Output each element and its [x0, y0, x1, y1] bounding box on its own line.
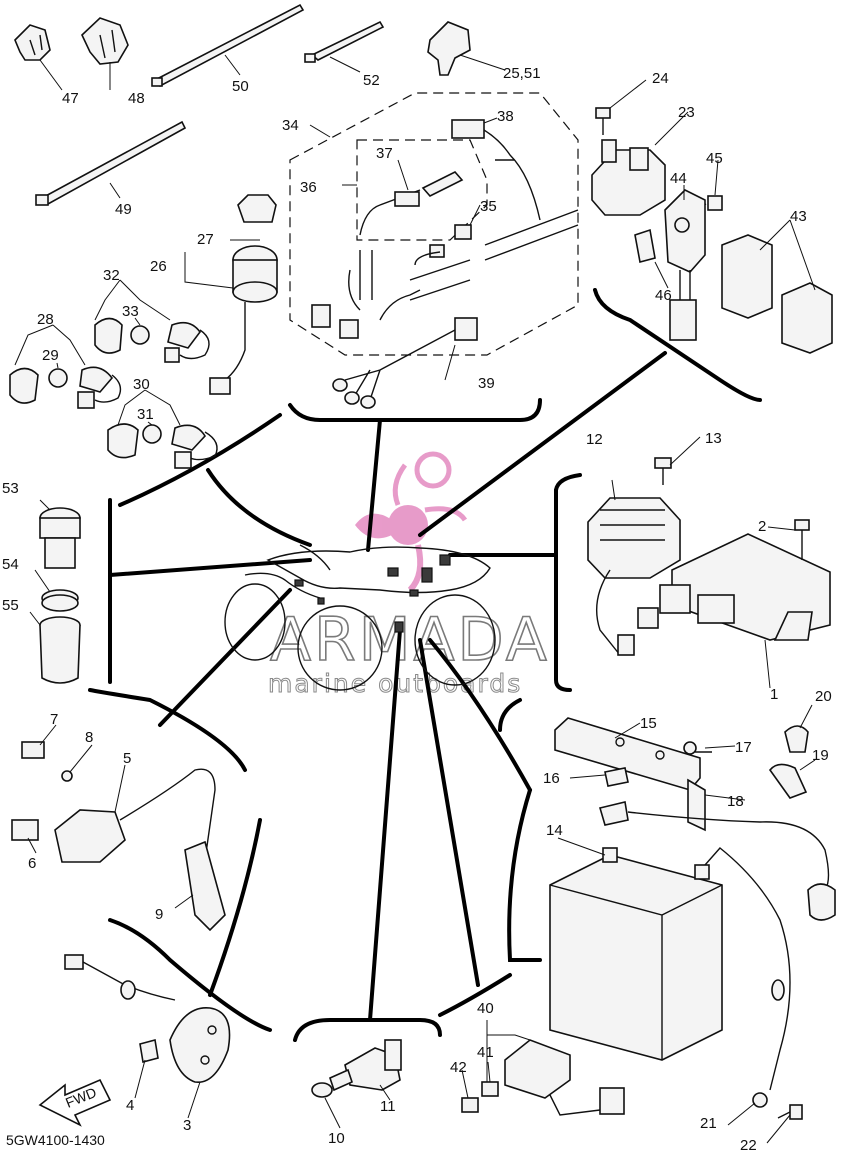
- callout-24: 24: [652, 70, 669, 87]
- callout-20: 20: [815, 688, 832, 705]
- callout-52: 52: [363, 72, 380, 89]
- wire-harness-group: [289, 92, 579, 409]
- armada-logo: [355, 451, 468, 593]
- callout-21: 21: [700, 1115, 717, 1132]
- callout-27: 27: [197, 231, 214, 248]
- callout-44: 44: [670, 170, 687, 187]
- callout-22: 22: [740, 1137, 757, 1153]
- callout-36: 36: [300, 179, 317, 196]
- callout-35: 35: [480, 198, 497, 215]
- callout-5: 5: [123, 750, 131, 767]
- pickup-group: FWD: [38, 954, 231, 1127]
- callout-38: 38: [497, 108, 514, 125]
- callout-32: 32: [103, 267, 120, 284]
- callout-55: 55: [2, 597, 19, 614]
- callout-47: 47: [62, 90, 79, 107]
- clamps-and-ties: [14, 3, 471, 206]
- callout-12: 12: [586, 431, 603, 448]
- switch-and-sockets: [9, 194, 278, 469]
- callout-10: 10: [328, 1130, 345, 1147]
- callout-33: 33: [122, 303, 139, 320]
- fuse-box-group: [461, 1039, 625, 1116]
- callout-8: 8: [85, 729, 93, 746]
- callout-34: 34: [282, 117, 299, 134]
- callout-46: 46: [655, 287, 672, 304]
- callout-11: 11: [380, 1098, 396, 1115]
- watermark-brand: ARMADA: [270, 605, 550, 675]
- callout-48: 48: [128, 90, 145, 107]
- sensor-group: [311, 1039, 402, 1098]
- callout-40: 40: [477, 1000, 494, 1017]
- callout-23: 23: [678, 104, 695, 121]
- frame-harness: [224, 544, 496, 691]
- callout-17: 17: [735, 739, 752, 756]
- callout-4: 4: [126, 1097, 134, 1114]
- callout-15: 15: [640, 715, 657, 732]
- callout-37: 37: [376, 145, 393, 162]
- callout-16: 16: [543, 770, 560, 787]
- callout-41: 41: [477, 1044, 494, 1061]
- assembly-lines: [88, 288, 762, 1042]
- callout-49: 49: [115, 201, 132, 218]
- callout-39: 39: [478, 375, 495, 392]
- ignition-coil-group: [11, 741, 226, 932]
- regulator-cdi-group: [587, 457, 831, 656]
- callout-53: 53: [2, 480, 19, 497]
- callout-29: 29: [42, 347, 59, 364]
- callout-13: 13: [705, 430, 722, 447]
- callout-25-51: 25,51: [503, 65, 541, 82]
- callout-2: 2: [758, 518, 766, 535]
- callouts: 47 48 50 52 25,51 24 23 34 38 37 36 35 4…: [2, 65, 832, 1153]
- callout-14: 14: [546, 822, 563, 839]
- callout-26: 26: [150, 258, 167, 275]
- callout-45: 45: [706, 150, 723, 167]
- callout-54: 54: [2, 556, 19, 573]
- callout-6: 6: [28, 855, 36, 872]
- callout-7: 7: [50, 711, 58, 728]
- callout-28: 28: [37, 311, 54, 328]
- leader-lines: [14, 54, 816, 1144]
- callout-30: 30: [133, 376, 150, 393]
- watermark: ARMADA marine outboards: [268, 451, 550, 699]
- callout-1: 1: [770, 686, 778, 703]
- accessory-socket-group: [39, 507, 81, 684]
- battery-group: [549, 717, 836, 1120]
- callout-18: 18: [727, 793, 744, 810]
- relays-group: [591, 107, 833, 354]
- callout-42: 42: [450, 1059, 467, 1076]
- callout-31: 31: [137, 406, 154, 423]
- diagram-code: 5GW4100-1430: [6, 1132, 105, 1148]
- callout-19: 19: [812, 747, 829, 764]
- callout-43: 43: [790, 208, 807, 225]
- callout-9: 9: [155, 906, 163, 923]
- callout-50: 50: [232, 78, 249, 95]
- callout-3: 3: [183, 1117, 191, 1134]
